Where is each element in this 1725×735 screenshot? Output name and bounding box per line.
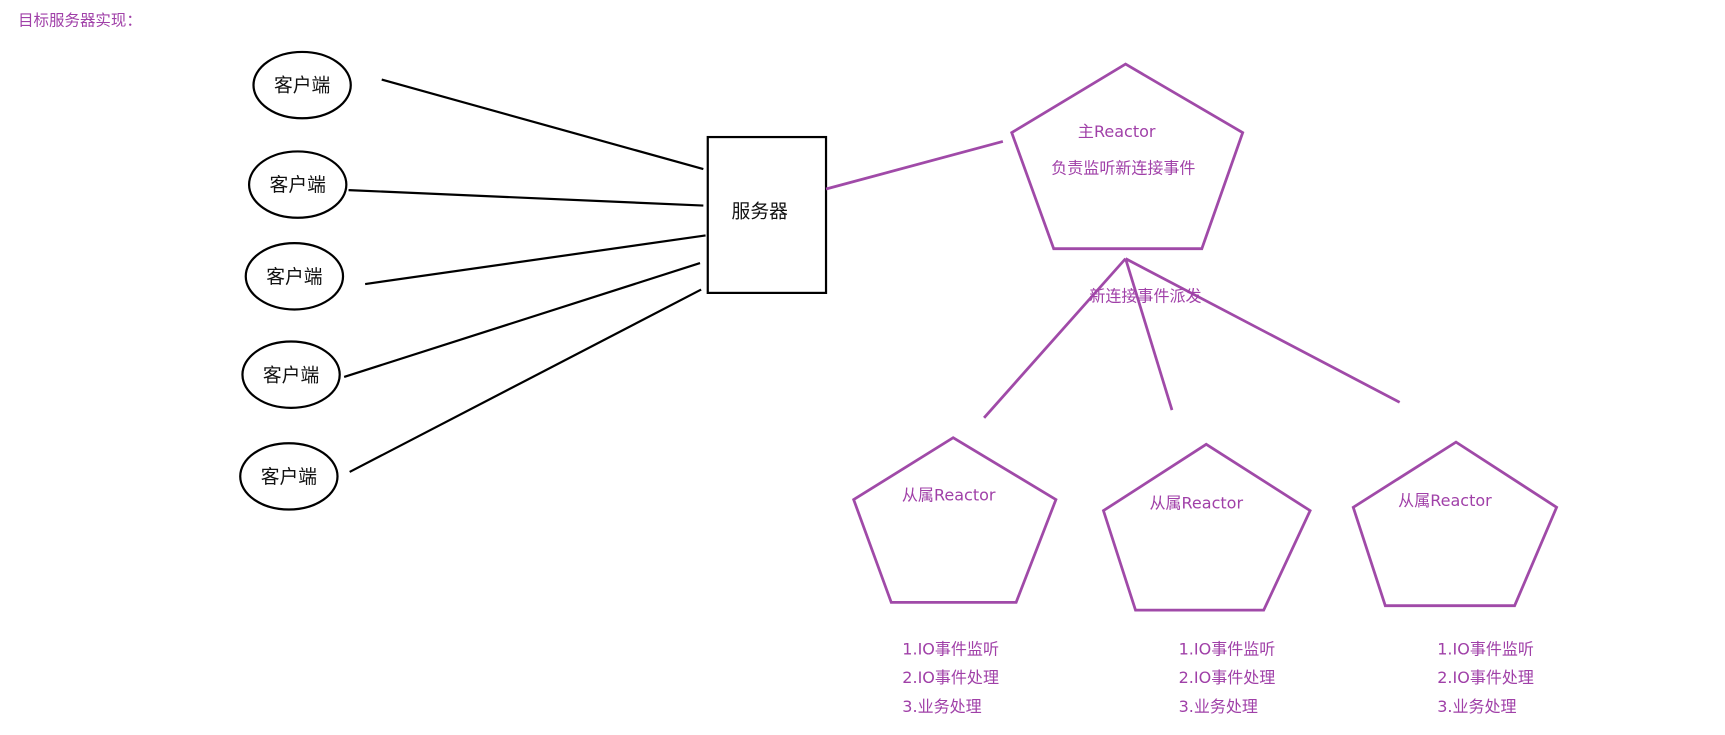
sub-reactor-task: 2.IO事件处理 — [1437, 668, 1534, 687]
sub-reactor-task: 3.业务处理 — [902, 697, 981, 716]
main-reactor-desc: 负责监听新连接事件 — [1051, 159, 1195, 178]
client-node: 客户端 — [239, 442, 339, 511]
sub-reactor-task: 2.IO事件处理 — [902, 668, 999, 687]
sub-reactor-node: 从属Reactor 1.IO事件监听 2.IO事件处理 3.业务处理 — [851, 436, 1058, 716]
sub-reactor-task: 1.IO事件监听 — [902, 639, 999, 658]
client-label: 客户端 — [263, 364, 319, 386]
main-reactor-label: 主Reactor — [1078, 122, 1156, 141]
main-reactor-node: 主Reactor 负责监听新连接事件 — [1010, 62, 1245, 251]
client-label: 客户端 — [261, 466, 317, 488]
sub-reactor-task: 3.业务处理 — [1437, 697, 1516, 716]
client-node: 客户端 — [252, 50, 352, 120]
sub-reactor-task: 2.IO事件处理 — [1179, 668, 1276, 687]
dispatch-lines — [983, 257, 1401, 419]
sub-reactor-task: 1.IO事件监听 — [1179, 639, 1276, 658]
diagram-title: 目标服务器实现： — [18, 11, 142, 29]
client-label: 客户端 — [266, 266, 322, 288]
sub-reactor-label: 从属Reactor — [902, 486, 996, 505]
sub-reactor-label: 从属Reactor — [1398, 491, 1492, 510]
client-node: 客户端 — [241, 340, 341, 409]
sub-reactor-task: 1.IO事件监听 — [1437, 639, 1534, 658]
server-label: 服务器 — [732, 201, 789, 223]
client-label: 客户端 — [274, 75, 330, 97]
main-reactor-link — [825, 140, 1004, 191]
client-node: 客户端 — [244, 242, 345, 311]
client-node: 客户端 — [247, 150, 348, 219]
dispatch-label: 新连接事件派发 — [1089, 287, 1201, 306]
sub-reactor-task: 3.业务处理 — [1179, 697, 1258, 716]
client-label: 客户端 — [270, 174, 326, 196]
client-connections — [343, 78, 706, 473]
sub-reactor-node: 从属Reactor 1.IO事件监听 2.IO事件处理 3.业务处理 — [1101, 442, 1312, 716]
sub-reactor-node: 从属Reactor 1.IO事件监听 2.IO事件处理 3.业务处理 — [1351, 440, 1559, 716]
server-node: 服务器 — [706, 135, 828, 294]
sub-reactor-label: 从属Reactor — [1150, 493, 1244, 512]
